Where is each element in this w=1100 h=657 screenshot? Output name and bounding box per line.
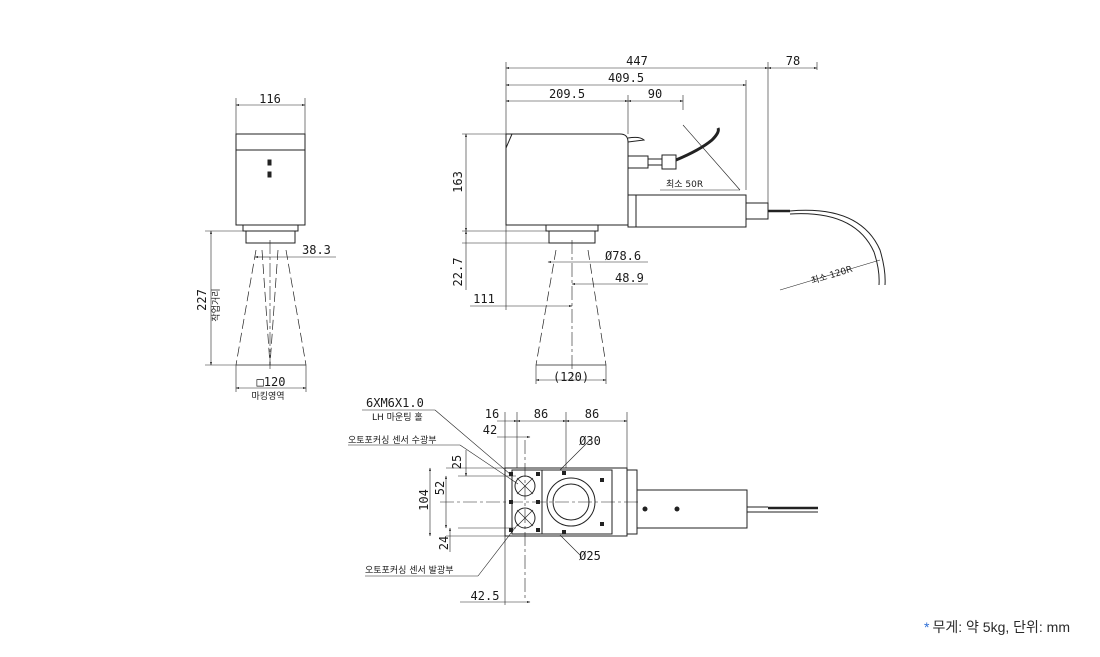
af-receiver-label: 오토포커싱 센서 수광부 bbox=[348, 434, 437, 446]
front-view bbox=[205, 98, 336, 392]
bottom-view bbox=[348, 409, 818, 605]
min-bend-small-label: 최소 50R bbox=[666, 179, 703, 190]
front-lens-offset-dim: 38.3 bbox=[302, 243, 331, 257]
side-view bbox=[462, 62, 886, 384]
dim-86-left: 86 bbox=[534, 407, 548, 421]
note-star: * bbox=[924, 619, 930, 635]
front-width-dim: 116 bbox=[259, 92, 281, 106]
min-bend-large-label: 최소 120R bbox=[810, 264, 854, 287]
dim-52: 52 bbox=[433, 481, 447, 495]
lens-height-dim: 22.7 bbox=[451, 258, 465, 287]
marking-area-label: 마킹영역 bbox=[251, 390, 284, 402]
dim-104: 104 bbox=[417, 489, 431, 511]
connector-dim: 90 bbox=[648, 87, 662, 101]
cable-extra-dim: 78 bbox=[786, 54, 800, 68]
dia-25: Ø25 bbox=[579, 549, 601, 563]
note-text: 무게: 약 5kg, 단위: mm bbox=[932, 619, 1070, 635]
af-emitter-label: 오토포커싱 센서 발광부 bbox=[365, 564, 454, 576]
mount-holes-label: LH 마운팅 홀 bbox=[372, 411, 423, 423]
dim-42: 42 bbox=[483, 423, 497, 437]
working-distance-dim: 227 bbox=[195, 289, 209, 311]
field-dim: (120) bbox=[553, 370, 589, 384]
working-distance-label: 작업거리 bbox=[211, 288, 222, 321]
height-dim: 163 bbox=[451, 171, 465, 193]
weight-unit-note: *무게: 약 5kg, 단위: mm bbox=[924, 617, 1070, 637]
mount-holes bbox=[509, 471, 680, 534]
dim-25: 25 bbox=[450, 455, 464, 469]
marking-area-dim: □120 bbox=[257, 375, 286, 389]
mount-holes-spec: 6XM6X1.0 bbox=[366, 396, 424, 410]
lens-center-dim: 209.5 bbox=[549, 87, 585, 101]
lens-diameter-dim: Ø78.6 bbox=[605, 249, 641, 263]
dim-86-right: 86 bbox=[585, 407, 599, 421]
dim-42-5: 42.5 bbox=[471, 589, 500, 603]
dim-16: 16 bbox=[485, 407, 499, 421]
total-length-dim: 447 bbox=[626, 54, 648, 68]
dim-24: 24 bbox=[437, 536, 451, 550]
offset-dim: 111 bbox=[473, 292, 495, 306]
dia-30: Ø30 bbox=[579, 434, 601, 448]
body-length-dim: 409.5 bbox=[608, 71, 644, 85]
lens-radius-dim: 48.9 bbox=[615, 271, 644, 285]
